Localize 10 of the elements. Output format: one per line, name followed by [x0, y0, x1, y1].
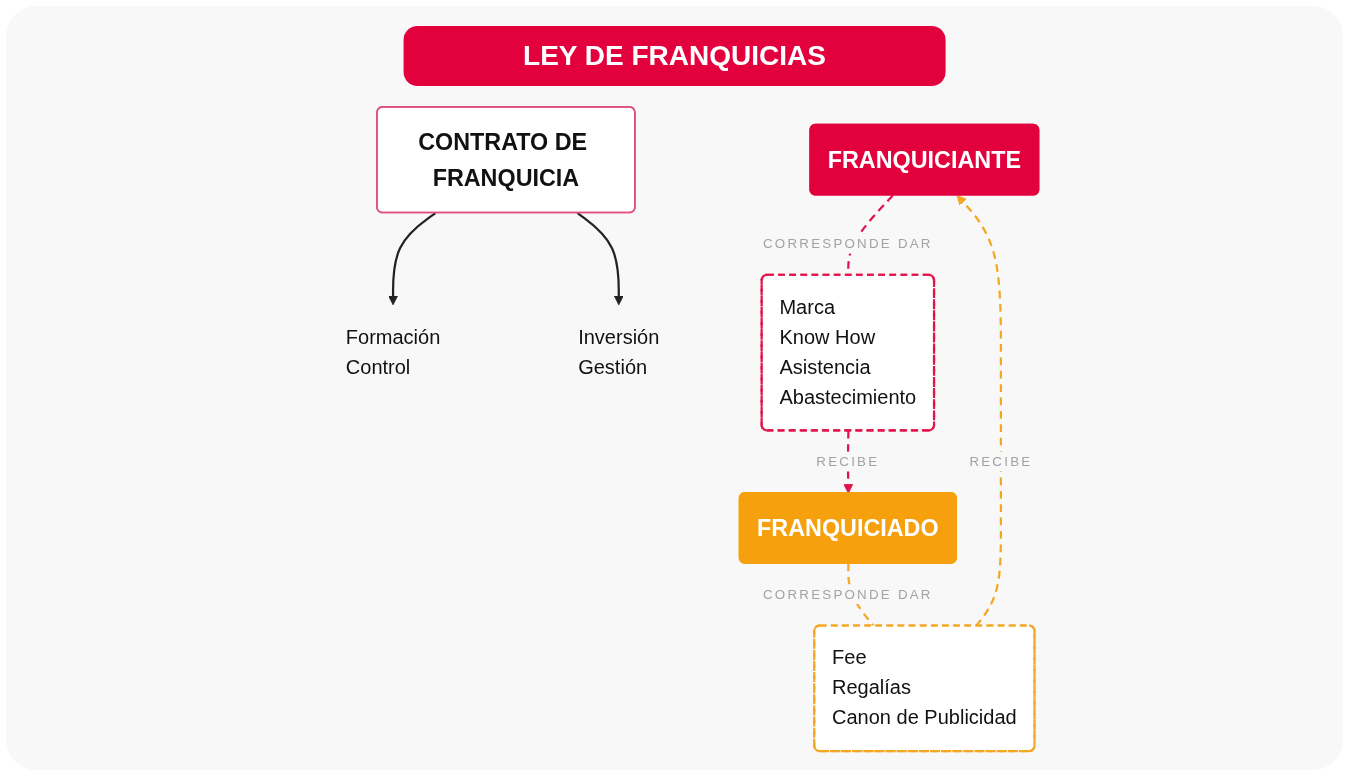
arrow	[576, 212, 624, 306]
arrow	[843, 430, 854, 494]
title: LEY DE FRANQUICIAS	[403, 26, 946, 86]
edge-label: CORRESPONDE DAR	[762, 586, 933, 603]
arrow	[388, 212, 437, 306]
edge-label: RECIBE	[816, 453, 880, 470]
node-text: Inversión Gestión	[578, 325, 660, 379]
node-text: Formación Control	[345, 325, 441, 379]
edge-label: CORRESPONDE DAR	[762, 235, 933, 252]
edge-label: RECIBE	[969, 453, 1033, 470]
